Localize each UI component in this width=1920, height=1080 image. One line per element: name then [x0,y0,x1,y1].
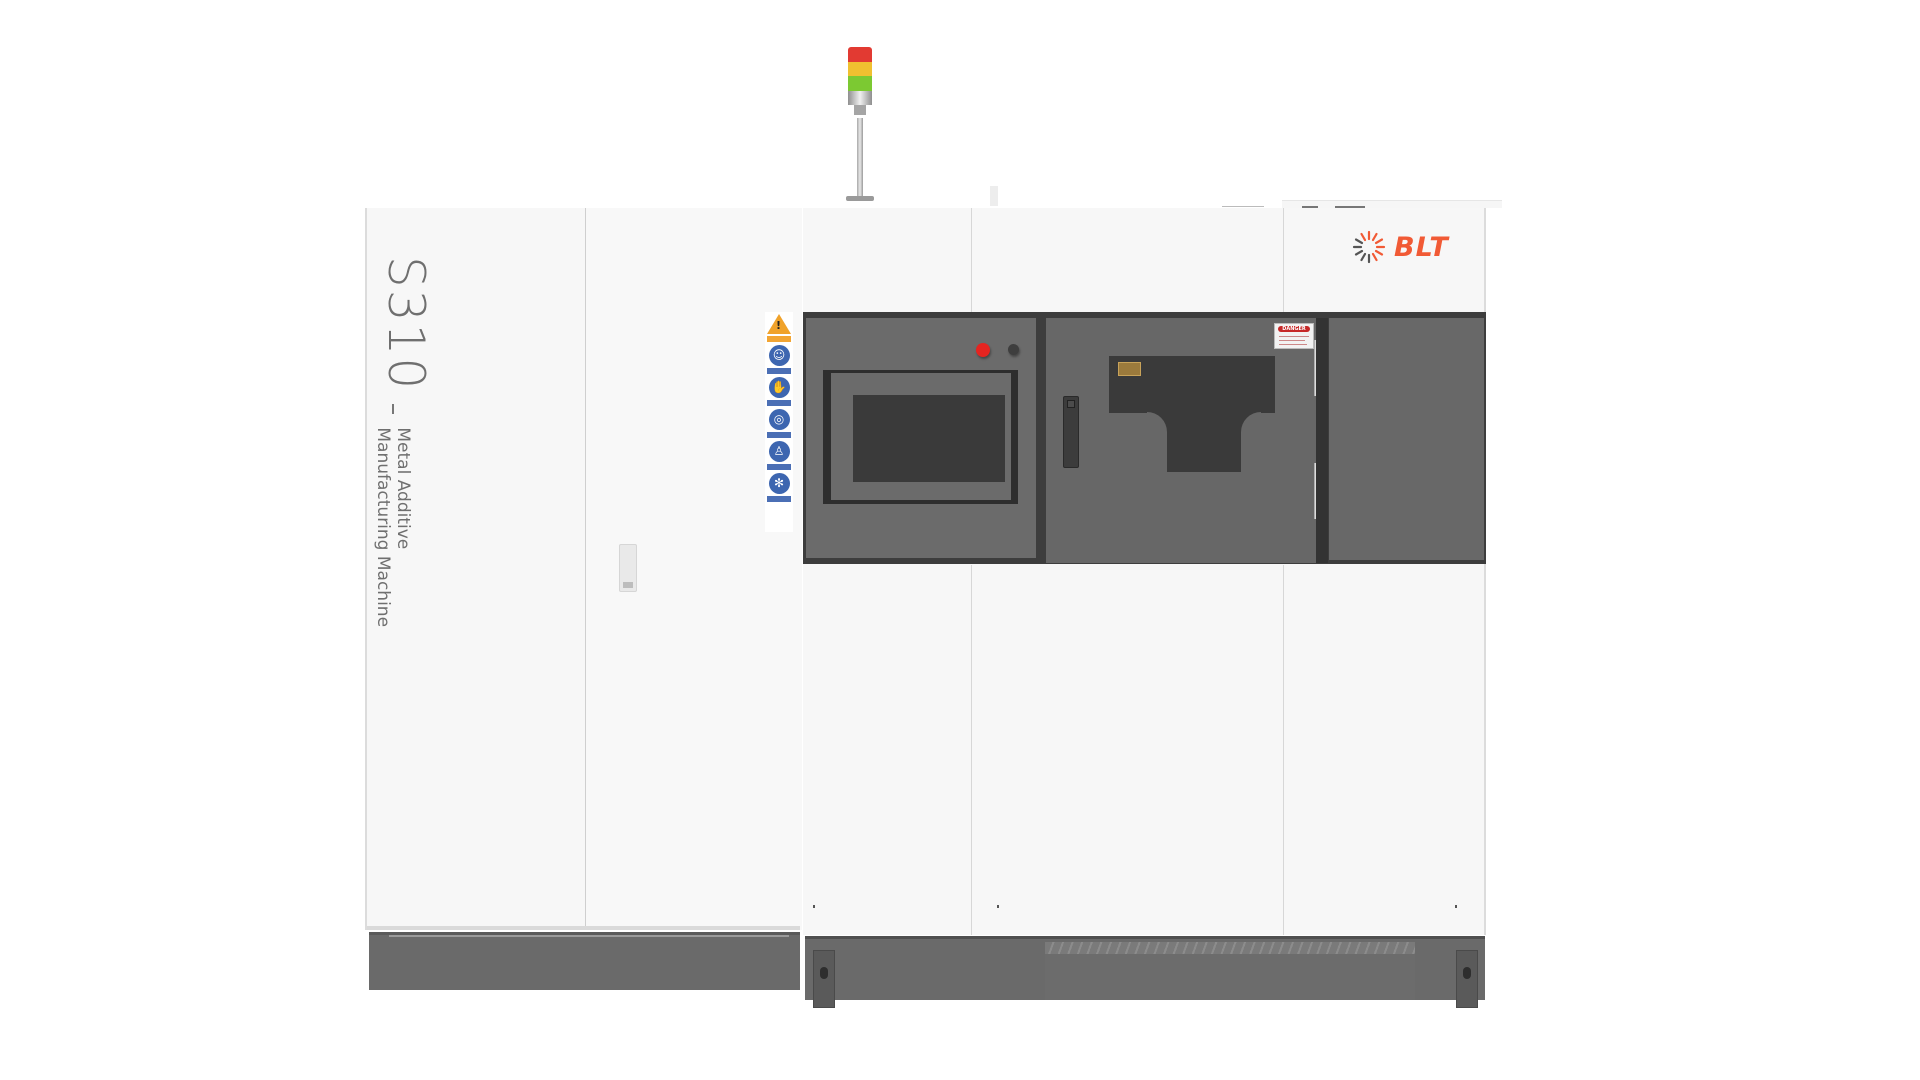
ventilation-icon: ✻ [768,473,790,494]
goggles-sign: ◎ [767,409,791,438]
brand-logo: BLT [1350,228,1449,266]
respirator-label [767,368,791,374]
left-cabinet [365,208,802,930]
left-cabinet-base [369,932,800,990]
build-chamber-door[interactable]: DANGER [1046,318,1318,563]
title-separator [392,404,395,415]
yellow-light-icon [848,62,872,76]
door-frame-gap [1316,318,1328,563]
gloves-sign: ✋ [767,377,791,406]
machine-title: S310 Metal Additive Manufacturing Machin… [374,256,436,627]
panel-screw [997,905,999,908]
goggles-label [767,432,791,438]
roof-cover [1282,200,1502,208]
step-tread [1045,942,1415,954]
roof-bracket [990,186,998,206]
roof-rail [1222,206,1264,207]
sunburst-logo-icon [1350,228,1388,266]
hmi-bezel [823,370,1018,504]
label-line [1279,336,1309,337]
lower-panel-seam [971,565,972,935]
label-line [1279,344,1307,345]
upper-panel-seam [1283,208,1284,312]
label-line [1279,340,1305,341]
green-light-icon [848,76,872,91]
description-line-1: Metal Additive [393,427,414,550]
gloves-icon: ✋ [768,377,790,398]
warning-label [767,336,791,342]
gloves-label [767,400,791,406]
red-light-icon [848,47,872,62]
model-description: Metal Additive Manufacturing Machine [374,427,414,627]
key-switch-knob[interactable] [1008,344,1019,355]
door-latch-handle[interactable] [1063,396,1079,468]
foot-bolt-icon [820,967,828,979]
warning-sign: ! [767,314,791,342]
right-service-panel[interactable] [1329,318,1484,560]
warning-triangle-icon: ! [767,314,791,334]
leveling-foot-left [813,950,835,1008]
hmi-frame [831,373,1011,500]
base-lip [389,935,789,937]
signal-tower-base [846,196,874,201]
respirator-sign: ☺ [767,345,791,374]
goggles-icon: ◎ [768,409,790,430]
roof-fitting-a [1302,206,1318,208]
panel-screw [813,905,815,908]
cabinet-door-handle[interactable] [619,544,637,592]
hmi-panel [806,318,1036,558]
signal-tower-pole [857,118,863,198]
touch-screen[interactable] [853,395,1005,482]
foot-bolt-icon [1463,967,1471,979]
roof-fittings [990,186,1502,210]
leveling-foot-right [1456,950,1478,1008]
ventilation-label [767,496,791,502]
tower-housing [848,91,872,105]
emergency-stop-button[interactable] [976,343,990,357]
viewing-window-lower [1167,412,1241,472]
lower-panel-seam [1283,565,1284,935]
danger-header: DANGER [1278,326,1310,332]
respirator-icon: ☺ [768,345,790,366]
panel-screw [1455,905,1457,908]
brand-name: BLT [1394,231,1449,263]
protective-suit-label [767,464,791,470]
protective-suit-icon: ♙ [768,441,790,462]
hazard-warning-label-icon [1118,362,1141,376]
upper-panel-seam [971,208,972,312]
protective-suit-sign: ♙ [767,441,791,470]
description-line-2: Manufacturing Machine [373,427,394,628]
tower-neck [854,105,866,115]
roof-fitting-b [1335,206,1365,208]
step-platform [1045,942,1415,1000]
cabinet-door-seam [585,208,586,930]
danger-label: DANGER [1274,323,1314,349]
window-fillet [1241,412,1261,432]
ventilation-sign: ✻ [767,473,791,502]
signal-tower-lights [848,47,872,115]
window-fillet [1147,412,1167,432]
cabinet-bottom-edge [367,926,800,930]
model-name: S310 [377,256,435,392]
latch-lock [1067,400,1075,408]
safety-sign-strip: ! ☺ ✋ ◎ ♙ ✻ [765,312,793,532]
